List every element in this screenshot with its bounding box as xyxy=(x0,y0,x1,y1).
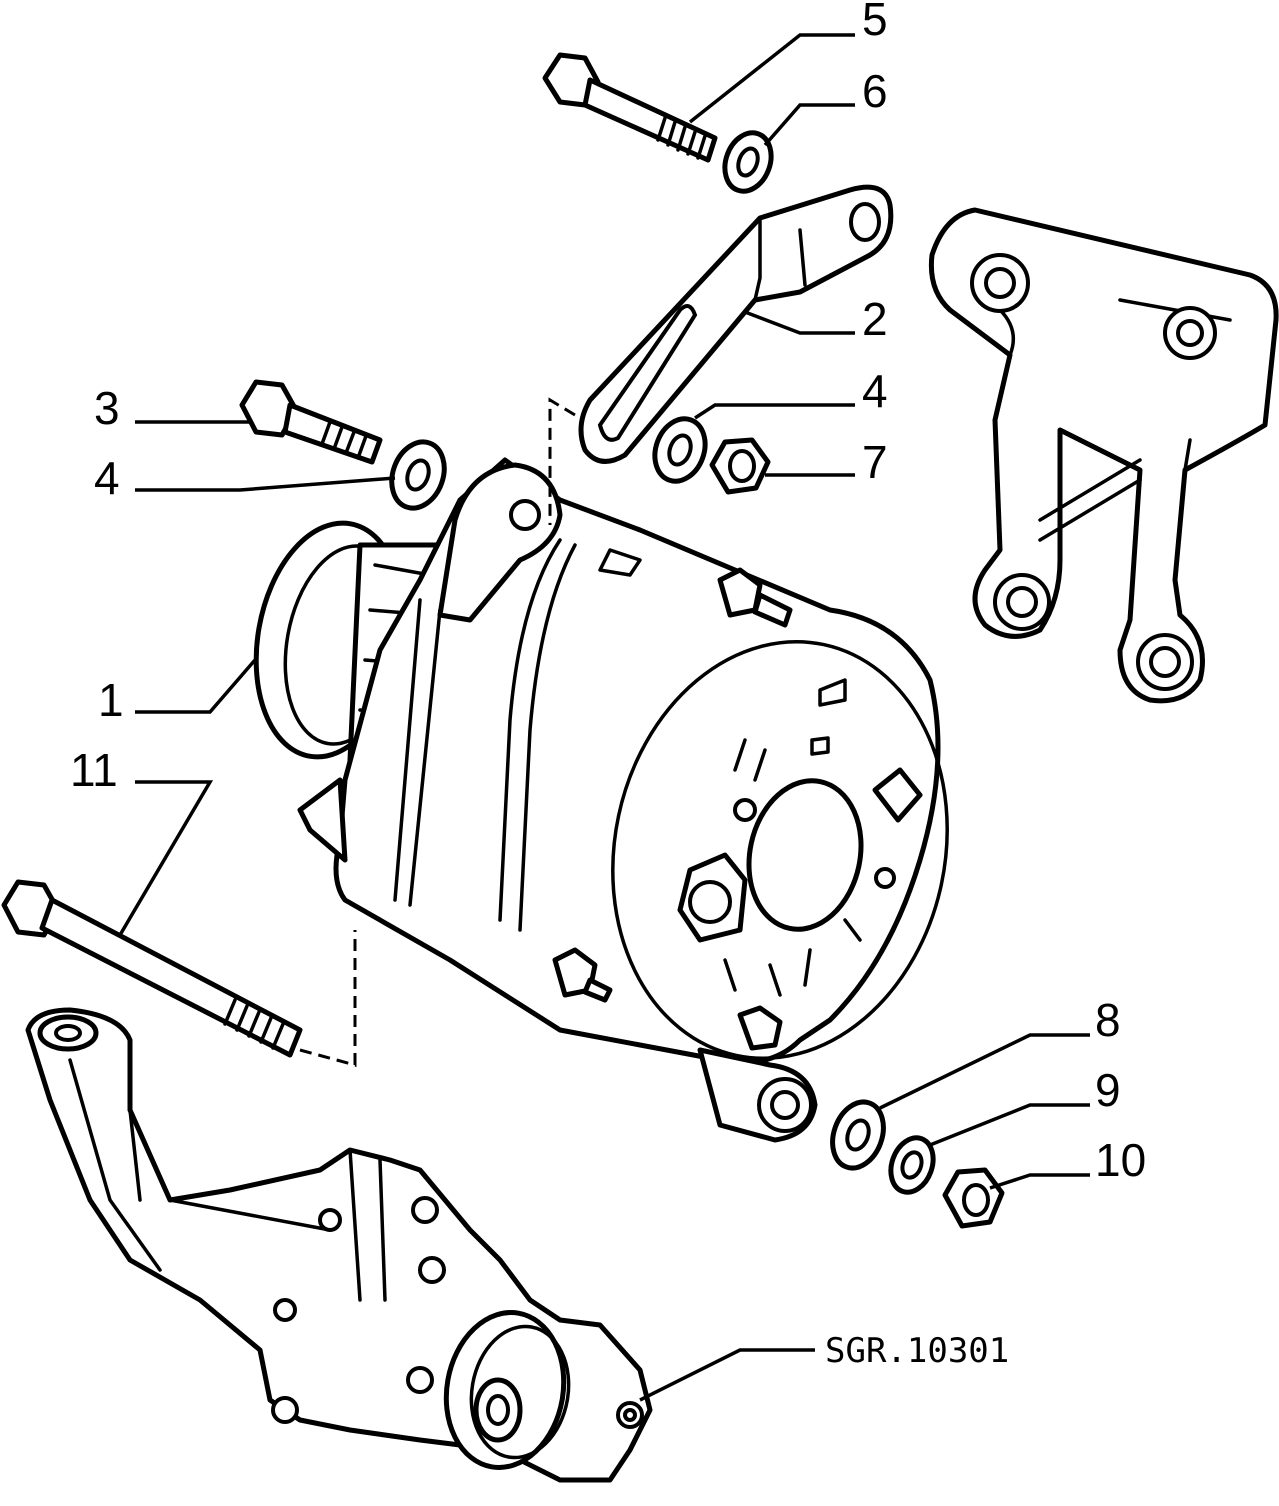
leader-lines xyxy=(118,33,1090,1402)
engine-mounting-bracket xyxy=(928,207,1279,704)
washer-part-6 xyxy=(722,130,774,194)
bolt-part-3 xyxy=(239,379,383,465)
drawing-reference: SGR.10301 xyxy=(825,1331,1009,1371)
callout-5: 5 xyxy=(862,0,888,45)
alignment-line-top xyxy=(548,397,576,525)
washer-part-4-left xyxy=(389,439,447,511)
callout-10: 10 xyxy=(1095,1134,1146,1186)
nut-part-10 xyxy=(942,1167,1005,1229)
callout-6: 6 xyxy=(862,65,888,117)
callout-4-right: 4 xyxy=(862,365,888,417)
alternator-part-1 xyxy=(253,457,949,1143)
callout-8: 8 xyxy=(1095,994,1121,1046)
washer-part-9 xyxy=(888,1135,936,1195)
bolt-part-11 xyxy=(1,879,303,1058)
callout-11: 11 xyxy=(70,744,118,796)
washer-part-4-right xyxy=(652,416,708,484)
lower-support-bracket xyxy=(25,1007,653,1483)
callout-1: 1 xyxy=(98,674,124,726)
washer-part-8 xyxy=(830,1099,886,1171)
callout-7: 7 xyxy=(862,436,888,488)
callout-2: 2 xyxy=(862,293,888,345)
bolt-part-5 xyxy=(542,52,718,163)
callout-4-left: 4 xyxy=(94,452,120,504)
tension-strap-part-2 xyxy=(578,184,894,464)
callout-9: 9 xyxy=(1095,1064,1121,1116)
nut-part-7 xyxy=(709,437,771,495)
callout-3: 3 xyxy=(94,382,120,434)
alignment-line-bottom xyxy=(299,930,357,1067)
